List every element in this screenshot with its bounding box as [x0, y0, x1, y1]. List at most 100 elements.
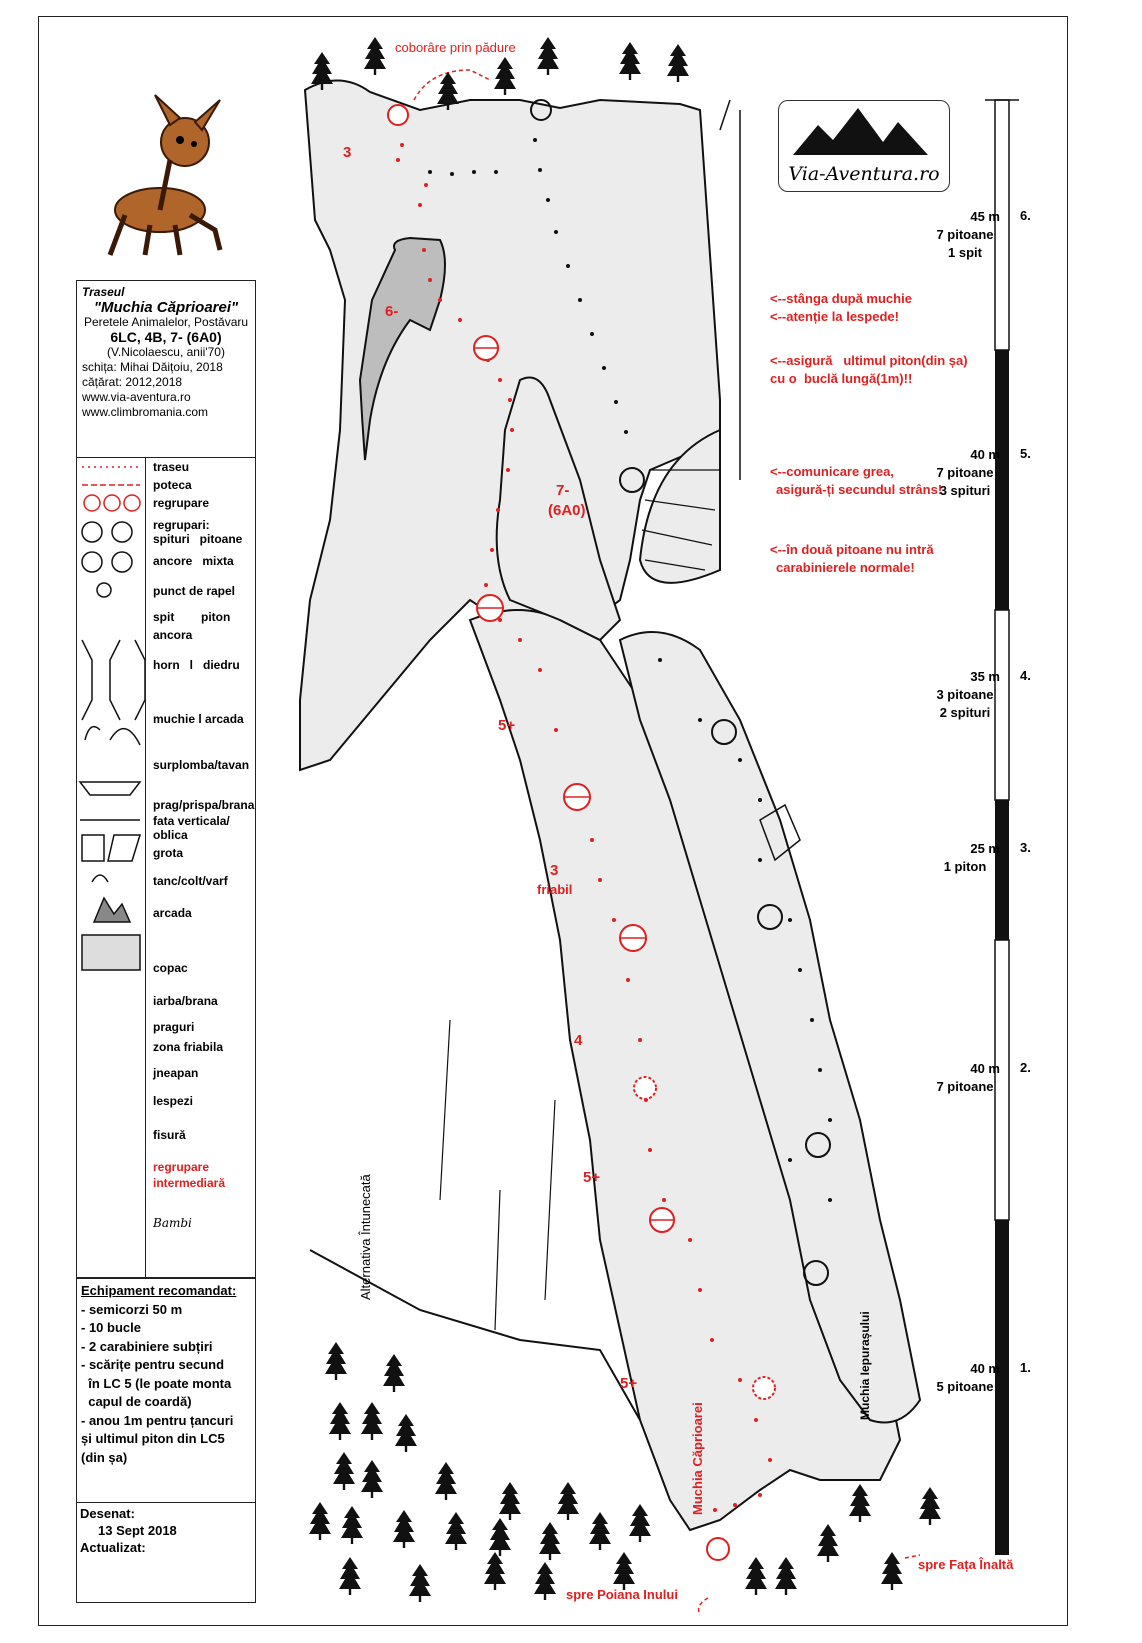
alternative-route-label: Alternativa Întunecată	[358, 1174, 373, 1300]
legend-item: praguri	[153, 1020, 195, 1034]
grade-label: 5+	[498, 717, 516, 734]
legend-item: arcada	[153, 906, 192, 920]
equipment-item: - scărițe pentru secund	[81, 1357, 225, 1372]
grade-label: 5+	[583, 1169, 601, 1186]
equipment-item: în LC 5 (le poate monta	[81, 1375, 232, 1391]
note-pitons: <--în două pitoane nu intră	[770, 542, 934, 557]
legend-box: traseu poteca regrupare regrupari: spitu…	[76, 458, 256, 1278]
bambi-illustration	[107, 94, 223, 256]
drawn-box: Desenat: 13 Sept 2018 Actualizat:	[76, 1503, 256, 1603]
legend-item: muchie l arcada	[153, 712, 244, 726]
note-left-after-arete: <--stânga după muchie	[770, 291, 912, 306]
grade-label: (6A0)	[548, 502, 586, 519]
to-fata-inalta: spre Fața Înaltă	[918, 1557, 1014, 1572]
descent-note: coborâre prin pădure	[395, 40, 516, 55]
arch-shape	[638, 428, 721, 584]
drawn-date: 13 Sept 2018	[98, 1523, 177, 1538]
legend-item: spit piton	[153, 610, 231, 624]
legend-item: surplomba/tavan	[153, 758, 250, 772]
other-route-label: Muchia Iepurașului	[858, 1311, 872, 1420]
legend-item: regrupare	[153, 1160, 210, 1174]
sheet-frame	[38, 16, 1068, 1626]
grade-label: 3	[343, 144, 352, 161]
pitch-5-number: 5.	[1020, 446, 1031, 461]
legend-item: oblica	[153, 828, 188, 842]
legend-item: iarba/brana	[153, 994, 218, 1008]
equipment-item: capul de coardă)	[81, 1394, 192, 1409]
legend-item: regrupari:	[153, 518, 210, 532]
equipment-title: Echipament recomandat:	[81, 1283, 237, 1298]
route-label: Traseul	[82, 285, 125, 299]
note-communication: <--comunicare grea,	[770, 464, 894, 479]
equipment-item: - 2 carabiniere subțiri	[81, 1338, 213, 1354]
equipment-item: și ultimul piton din LC5	[81, 1431, 225, 1446]
climbed-years: cățărat: 2012,2018	[82, 375, 183, 389]
legend-item: spituri pitoane	[153, 532, 243, 546]
legend-item: lespezi	[153, 1094, 194, 1108]
route-grade: 6LC, 4B, 7- (6A0)	[110, 329, 222, 345]
grade-label: 6-	[385, 303, 399, 320]
legend-item: fata verticala/	[153, 814, 230, 828]
grade-label: 5+	[620, 1375, 638, 1392]
legend-item: grota	[153, 846, 183, 860]
equipment-item: - 10 bucle	[81, 1320, 141, 1335]
route-opener: (V.Nicolaescu, anii'70)	[107, 345, 225, 359]
legend-item: traseu	[153, 460, 190, 474]
pitch-scale	[985, 99, 1019, 1555]
equipment-item: (din șa)	[81, 1449, 128, 1465]
note-carabiners: carabinierele normale!	[776, 560, 915, 575]
legend-item: ancore mixta	[153, 554, 234, 568]
note-slab-warning: <--atenție la lespede!	[770, 309, 899, 324]
sketch-credit: schița: Mihai Dăițoiu, 2018	[82, 360, 223, 374]
legend-item: horn l diedru	[153, 658, 240, 672]
note-long-sling: cu o buclă lungă(1m)!!	[770, 371, 913, 386]
legend-item: prag/prispa/brana	[153, 798, 255, 812]
note-tight-belay: asigură-ți secundul strâns!	[776, 482, 943, 497]
legend-item: jneapan	[153, 1066, 199, 1080]
pitch-4-number: 4.	[1020, 668, 1031, 683]
legend-item: copac	[153, 961, 188, 975]
updated-label: Actualizat:	[80, 1540, 146, 1555]
rock-pillar-left	[358, 236, 446, 461]
legend-item: fisură	[153, 1128, 186, 1142]
equipment-item: - semicorzi 50 m	[81, 1301, 183, 1317]
via-aventura-logo: Via-Aventura.ro	[778, 100, 950, 192]
legend-divider	[145, 458, 146, 1277]
legend-item: punct de rapel	[153, 584, 236, 598]
trail-dots	[428, 138, 832, 1202]
equipment-item: - anou 1m pentru țancuri	[81, 1412, 234, 1428]
drawn-label: Desenat:	[80, 1506, 135, 1521]
route-line	[396, 143, 772, 1512]
grade-label: 7-	[556, 482, 570, 499]
equipment-box: Echipament recomandat: - semicorzi 50 m …	[76, 1278, 256, 1503]
website-via-aventura[interactable]: www.via-aventura.ro	[82, 390, 191, 404]
route-info-box: Traseul "Muchia Căprioarei" Peretele Ani…	[76, 280, 256, 458]
rock-mid-arete	[495, 376, 622, 642]
legend-item: intermediară	[153, 1176, 226, 1190]
pitch-6-number: 6.	[1020, 208, 1031, 223]
logo-mountains	[793, 108, 928, 155]
wall-name: Peretele Animalelor, Postăvaru	[83, 315, 249, 329]
to-poiana-inului: spre Poiana Inului	[566, 1587, 678, 1602]
website-climbromania[interactable]: www.climbromania.com	[82, 405, 209, 419]
note-belay-last-piton: <--asigură ultimul piton(din șa)	[770, 353, 968, 368]
legend-item: zona friabila	[153, 1040, 224, 1054]
route-name: "Muchia Căprioarei"	[93, 299, 239, 316]
grade-label: friabil	[537, 882, 573, 897]
route-name-vertical: Muchia Căprioarei	[690, 1402, 705, 1515]
pitch-3-number: 3.	[1020, 840, 1031, 855]
pitch-2-number: 2.	[1020, 1060, 1031, 1075]
legend-item: Bambi	[153, 1216, 192, 1230]
logo-text: Via-Aventura.ro	[788, 163, 940, 185]
legend-item: poteca	[153, 478, 192, 492]
legend-item: tanc/colt/varf	[153, 874, 228, 888]
grade-label: 4	[574, 1032, 583, 1049]
rock-right-column	[618, 631, 922, 1424]
legend-item: regrupare	[153, 496, 210, 510]
